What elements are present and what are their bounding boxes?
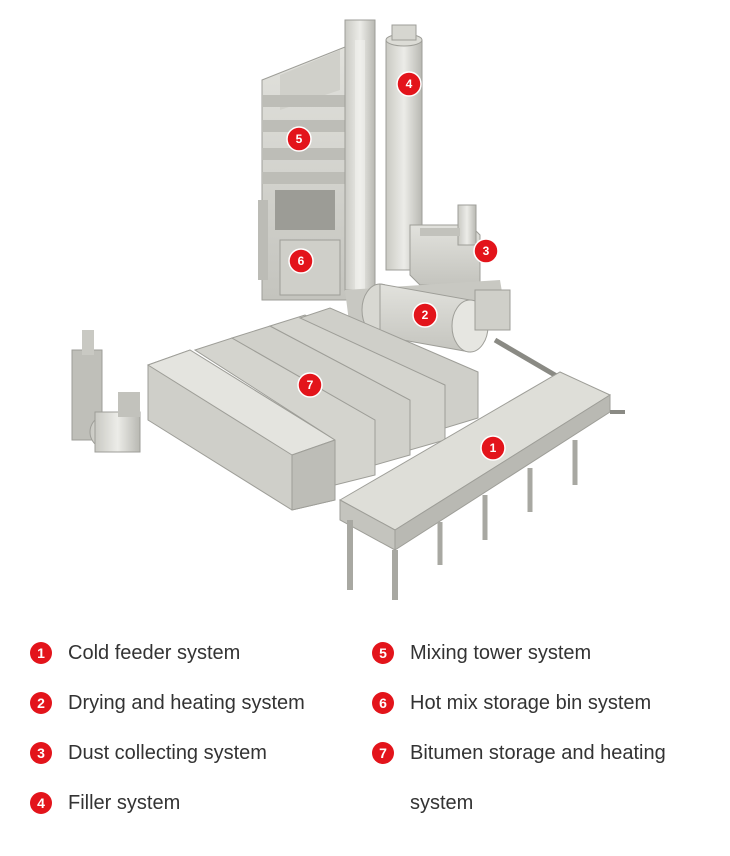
legend-label: Bitumen storage and heating system xyxy=(410,742,666,814)
svg-text:4: 4 xyxy=(406,77,413,91)
number-badge: 5 xyxy=(372,642,394,664)
legend-item-7: 7 Bitumen storage and heating system xyxy=(372,740,717,828)
legend-item-3: 3 Dust collecting system xyxy=(30,740,350,790)
marker-7: 7 xyxy=(297,372,323,398)
number-badge: 3 xyxy=(30,742,52,764)
number-badge: 1 xyxy=(30,642,52,664)
marker-5: 5 xyxy=(286,126,312,152)
svg-text:2: 2 xyxy=(422,308,429,322)
number-badge: 4 xyxy=(30,792,52,814)
legend-label: Drying and heating system xyxy=(68,692,305,714)
mixing-tower xyxy=(258,19,376,301)
legend-column-right: 5 Mixing tower system 6 Hot mix storage … xyxy=(372,640,717,828)
legend-label: Dust collecting system xyxy=(68,742,267,764)
number-badge: 6 xyxy=(372,692,394,714)
svg-text:5: 5 xyxy=(296,132,303,146)
svg-text:6: 6 xyxy=(298,254,305,268)
marker-4: 4 xyxy=(396,71,422,97)
legend-item-5: 5 Mixing tower system xyxy=(372,640,717,690)
bitumen-tanks xyxy=(146,307,479,511)
legend-column-left: 1 Cold feeder system 2 Drying and heatin… xyxy=(30,640,350,840)
marker-3: 3 xyxy=(473,238,499,264)
legend-item-1: 1 Cold feeder system xyxy=(30,640,350,690)
legend-label: Filler system xyxy=(68,792,181,814)
legend-item-6: 6 Hot mix storage bin system xyxy=(372,690,717,740)
svg-text:3: 3 xyxy=(483,244,490,258)
number-badge: 7 xyxy=(372,742,394,764)
svg-text:7: 7 xyxy=(307,378,314,392)
legend-label: Mixing tower system xyxy=(410,642,592,664)
legend-label: Cold feeder system xyxy=(68,642,241,664)
cold-feeder xyxy=(338,371,625,600)
marker-2: 2 xyxy=(412,302,438,328)
legend-label: Hot mix storage bin system xyxy=(410,692,652,714)
fuel-tank-unit xyxy=(71,330,141,453)
legend-item-4: 4 Filler system xyxy=(30,790,350,840)
marker-6: 6 xyxy=(288,248,314,274)
marker-1: 1 xyxy=(480,435,506,461)
legend: 1 Cold feeder system 2 Drying and heatin… xyxy=(0,640,730,850)
asphalt-plant-illustration: 1 2 3 4 5 6 7 xyxy=(71,19,625,600)
dust-collector xyxy=(409,204,481,286)
number-badge: 2 xyxy=(30,692,52,714)
legend-item-2: 2 Drying and heating system xyxy=(30,690,350,740)
svg-text:1: 1 xyxy=(490,441,497,455)
